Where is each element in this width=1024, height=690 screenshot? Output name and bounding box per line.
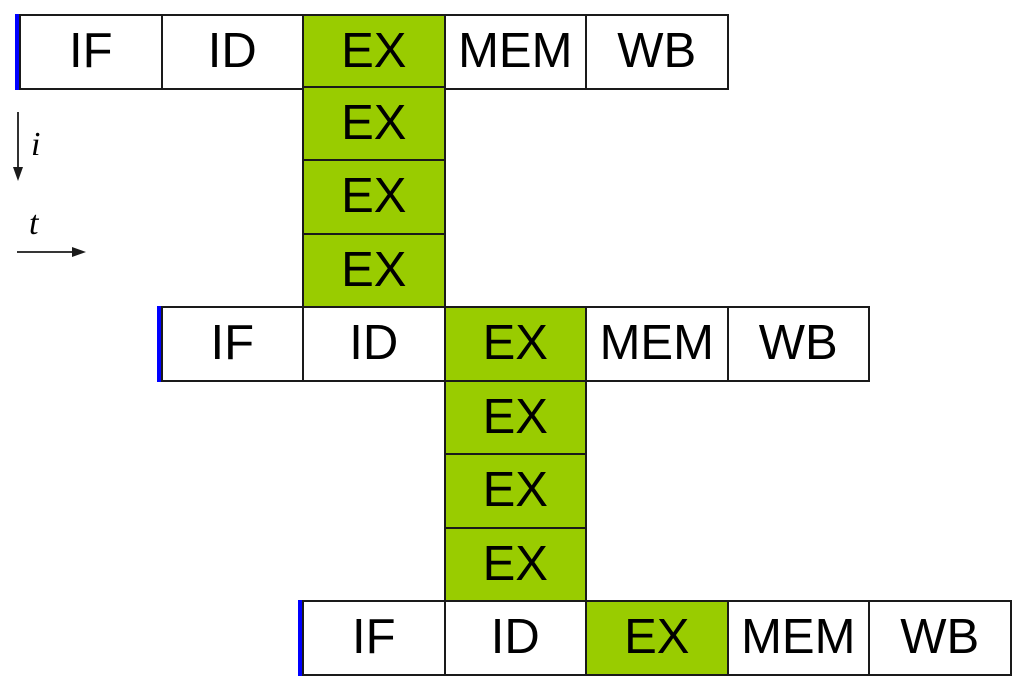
time-axis-label: t	[29, 205, 39, 242]
instruction-row: IF ID EX MEM WB	[19, 14, 729, 90]
stage-cell-if: IF	[160, 306, 304, 382]
time-axis-right-arrow-icon	[17, 247, 86, 257]
stage-cell-ex: EX	[443, 306, 587, 382]
stage-cell-id: ID	[443, 600, 587, 676]
instruction-row: IF ID EX MEM WB	[160, 306, 870, 382]
instruction-axis-label: i	[31, 126, 41, 163]
stage-cell-if: IF	[19, 14, 163, 90]
stage-cell-mem: MEM	[443, 14, 587, 90]
ex-repeat-stack: EX EX EX	[302, 85, 446, 308]
stage-cell-if: IF	[302, 600, 446, 676]
stage-cell-wb: WB	[585, 14, 729, 90]
ex-repeat-cell: EX	[302, 85, 446, 161]
ex-repeat-cell: EX	[302, 232, 446, 308]
stage-cell-ex: EX	[302, 14, 446, 90]
ex-repeat-cell: EX	[443, 379, 587, 455]
stage-cell-id: ID	[302, 306, 446, 382]
stage-cell-id: ID	[160, 14, 304, 90]
instruction-row: IF ID EX MEM WB	[302, 600, 1012, 676]
stage-cell-wb: WB	[868, 600, 1012, 676]
stage-cell-wb: WB	[726, 306, 870, 382]
issue-marker	[298, 600, 303, 676]
ex-repeat-stack: EX EX EX	[443, 379, 587, 602]
issue-marker	[156, 306, 161, 382]
stage-cell-mem: MEM	[585, 306, 729, 382]
issue-marker	[15, 14, 20, 90]
ex-repeat-cell: EX	[443, 526, 587, 602]
ex-repeat-cell: EX	[443, 453, 587, 529]
stage-cell-ex: EX	[585, 600, 729, 676]
stage-cell-mem: MEM	[726, 600, 870, 676]
ex-repeat-cell: EX	[302, 159, 446, 235]
instruction-axis-down-arrow-icon	[13, 112, 23, 181]
